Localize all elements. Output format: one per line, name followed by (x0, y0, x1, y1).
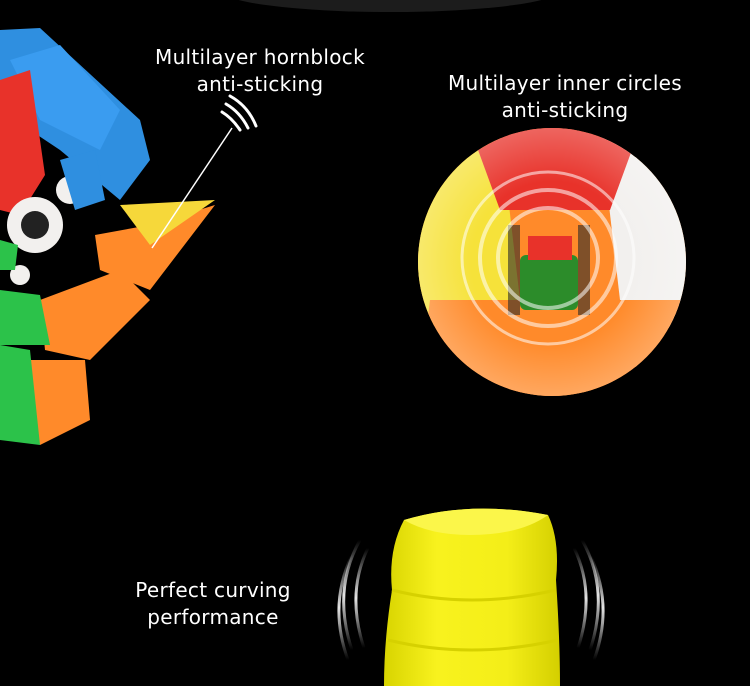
curved-cube-piece (384, 508, 560, 686)
curving-caption-line1: Perfect curving (135, 578, 291, 602)
curving-arcs-left (337, 539, 370, 661)
pointer-line (151, 127, 233, 249)
hornblock-caption-line1: Multilayer hornblock (155, 45, 365, 69)
rubiks-cube-partial (0, 28, 215, 445)
inner-circles-caption-line1: Multilayer inner circles (447, 71, 683, 95)
inner-circles-caption-line2: anti-sticking (501, 98, 629, 122)
hornblock-caption-line2: anti-sticking (196, 72, 324, 96)
curving-caption: Perfect curving performance (118, 577, 308, 631)
top-shadow-shape (238, 0, 542, 12)
inner-circles-caption: Multilayer inner circles anti-sticking (440, 70, 690, 124)
curving-arcs-right (572, 539, 605, 661)
wave-icon (220, 94, 258, 132)
hornblock-caption: Multilayer hornblock anti-sticking (150, 44, 370, 98)
curving-caption-line2: performance (147, 605, 279, 629)
